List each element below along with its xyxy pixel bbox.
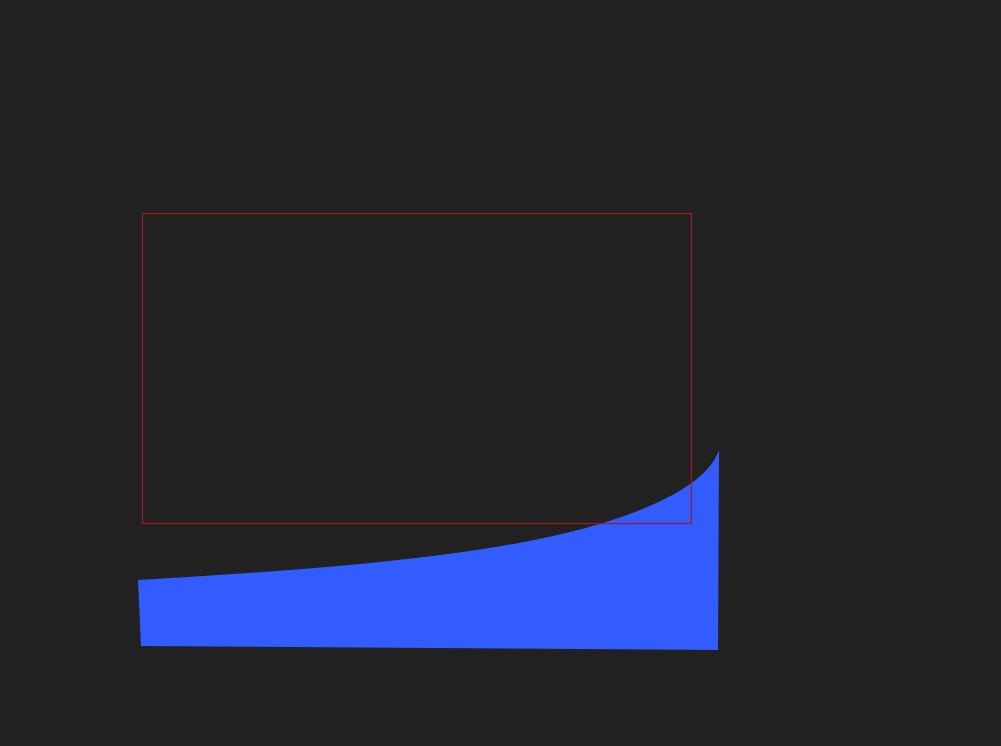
blue-curved-shape[interactable] xyxy=(138,450,719,650)
selection-rectangle[interactable] xyxy=(141,212,693,525)
